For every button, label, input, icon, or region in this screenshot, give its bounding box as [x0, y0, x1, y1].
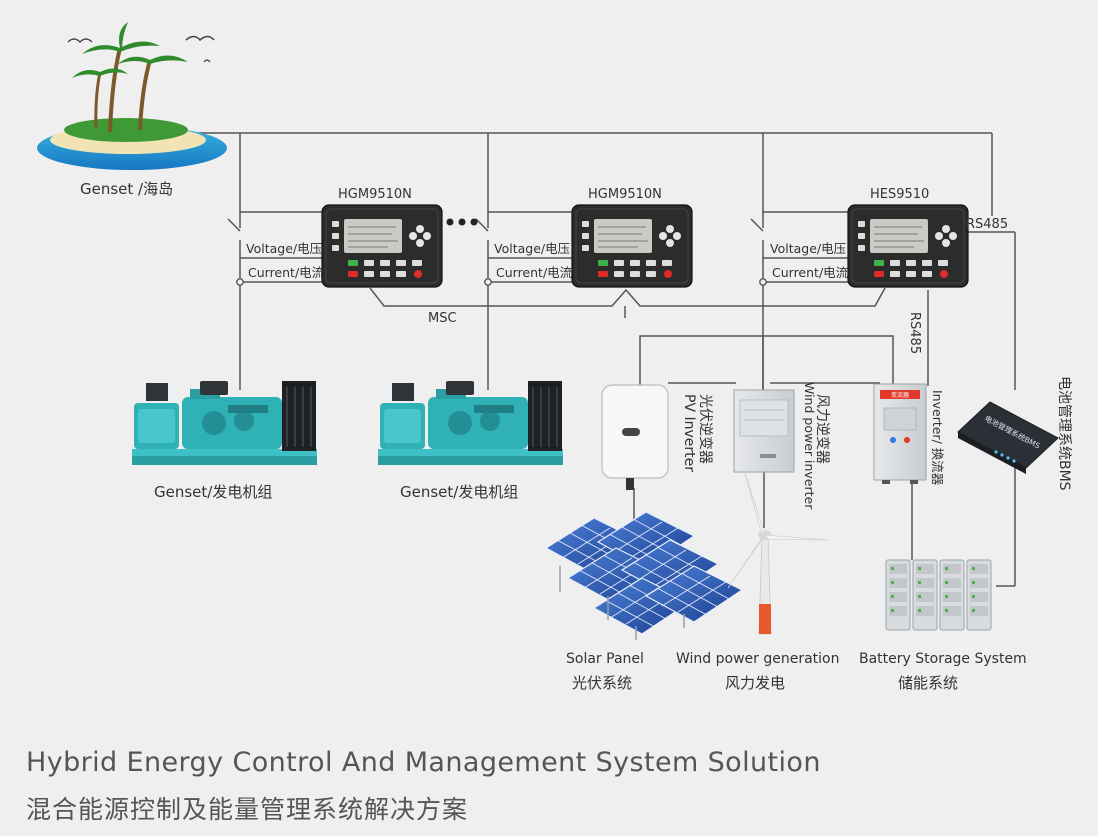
genset-label-2: Genset/发电机组 — [400, 483, 518, 501]
controller-panel-icon — [571, 204, 693, 288]
island-label: Genset /海岛 — [80, 180, 173, 198]
genset-icon — [377, 380, 564, 466]
wiring — [170, 132, 1016, 587]
junction-dots — [236, 278, 767, 286]
inverter-icon — [733, 389, 795, 473]
msc-label: MSC — [428, 311, 457, 326]
solar-label-en: Solar Panel — [566, 651, 644, 667]
genset-label-1: Genset/发电机组 — [154, 483, 272, 501]
inverter-cabinet-icon: 变流器 — [873, 383, 927, 484]
voltage-label-3: Voltage/电压 — [770, 241, 846, 256]
tropical-island-icon — [37, 22, 227, 170]
wind-inverter-zh: 风力逆变器 — [814, 394, 830, 464]
controller-panel-icon — [847, 204, 969, 288]
voltage-label-1: Voltage/电压 — [246, 241, 322, 256]
battery-label-zh: 储能系统 — [898, 674, 958, 692]
wind-label-en: Wind power generation — [676, 651, 840, 667]
current-label-3: Current/电流 — [772, 265, 849, 280]
inverter-label: Inverter/ 换流器 — [930, 390, 945, 486]
rs485-label-horizontal: RS485 — [966, 217, 1008, 232]
solar-label-zh: 光伏系统 — [572, 674, 632, 692]
controller-3-model: HES9510 — [870, 187, 929, 202]
solution-title-en: Hybrid Energy Control And Management Sys… — [26, 747, 821, 778]
solar-panel-icon — [545, 511, 743, 640]
bms-label: 电池管理系统BMS — [1056, 376, 1072, 491]
genset-icon — [131, 380, 318, 466]
current-label-2: Current/电流 — [496, 265, 573, 280]
bms-module-icon: 电池管理系统BMS — [957, 401, 1059, 474]
voltage-label-2: Voltage/电压 — [494, 241, 570, 256]
rs485-label-vertical: RS485 — [907, 312, 922, 354]
pv-inverter-en: PV Inverter — [681, 394, 697, 472]
battery-label-en: Battery Storage System — [859, 651, 1027, 667]
cabinet-tag: 变流器 — [891, 391, 909, 399]
controller-panel-icon — [321, 204, 443, 288]
wind-inverter-en: Wind power inverter — [802, 382, 817, 510]
controller-2-model: HGM9510N — [588, 187, 662, 202]
wind-turbine-icon — [727, 469, 829, 635]
ellipsis-dots — [446, 218, 478, 226]
controller-1-model: HGM9510N — [338, 187, 412, 202]
current-label-1: Current/电流 — [248, 265, 325, 280]
solution-title-zh: 混合能源控制及能量管理系统解决方案 — [26, 795, 469, 824]
battery-rack-icon — [885, 559, 992, 631]
inverter-icon — [601, 384, 669, 490]
wind-label-zh: 风力发电 — [725, 674, 785, 692]
pv-inverter-zh: 光伏逆变器 — [697, 394, 713, 464]
